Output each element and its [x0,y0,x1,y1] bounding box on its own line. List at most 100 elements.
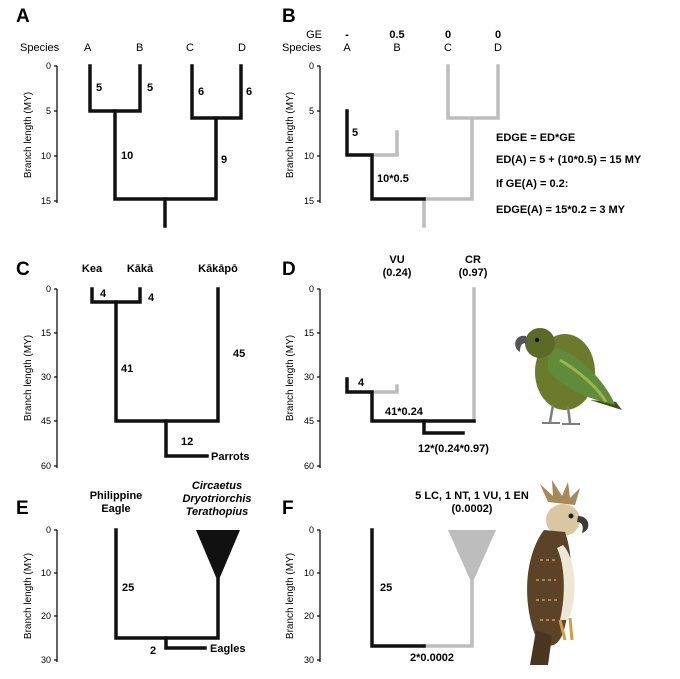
panel-b-tick-0: 0 [309,61,314,71]
panel-a-branch-label: 10 [121,150,133,162]
panel-b-species-c: C [444,42,452,54]
panel-d-tick-60: 60 [304,461,314,471]
panel-f-status-value: (0.0002) [452,503,493,515]
panel-a-tick-15: 15 [41,196,51,206]
panel-c-branch-label: 4 [148,292,155,304]
panel-c-outgroup-label: Parrots [211,451,250,463]
panel-b-branch-cd [446,64,500,120]
panel-b-species-a: A [343,42,351,54]
panel-c-letter: C [16,259,30,280]
panel-a-tick-0: 0 [46,61,51,71]
panel-d-y-axis-label: Branch length (MY) [285,335,296,421]
panel-c-branch-label: 45 [233,348,245,360]
panel-d-branch-label: 4 [358,377,365,389]
panel-c-branch-label: 12 [181,436,193,448]
panel-f: F 5 LC, 1 NT, 1 VU, 1 EN (0.0002) 0 10 2… [282,480,589,665]
kea-illustration [515,328,622,425]
panel-a-species-d: D [238,42,246,54]
panel-c-species-kakapo: Kākāpō [198,263,238,275]
panel-d-branch-outgroup [422,419,465,435]
panel-a-branch-label: 5 [147,82,153,94]
panel-d-status-vu-value: (0.24) [383,267,412,279]
eagle-illustration [527,480,589,665]
panel-a-branch-label: 9 [221,154,227,166]
panel-b-tick-10: 10 [304,151,314,161]
panel-b-tick-15: 15 [304,196,314,206]
panel-d-letter: D [282,259,296,280]
panel-b-equation: EDGE(A) = 15*0.2 = 3 MY [496,204,626,216]
panel-b-ge-header: GE [306,29,322,41]
panel-c-tick-15: 15 [41,328,51,338]
panel-a-species-header: Species [20,42,60,54]
panel-e-letter: E [16,498,29,519]
panel-d-status-cr-value: (0.97) [459,267,488,279]
panel-b-branch-b [370,130,399,157]
panel-f-branch-label: 2*0.0002 [410,652,454,664]
panel-e-outgroup-label: Eagles [210,643,245,655]
panel-d-branch-kaka [370,384,399,394]
panel-f-branch-clade [422,580,474,648]
panel-c-branch-label: 4 [100,288,107,300]
panel-e-species-philippine: Philippine [90,490,143,502]
panel-a-branch-label: 6 [198,86,204,98]
panel-b-ge-b: 0.5 [389,29,404,41]
panel-b-letter: B [282,6,296,27]
panel-a: A Species A B C D 0 5 10 15 Branch lengt… [16,6,252,228]
panel-c-branch-label: 41 [121,363,133,375]
panel-e-tick-10: 10 [41,568,51,578]
panel-a-species-b: B [136,42,143,54]
panel-f-status-line: 5 LC, 1 NT, 1 VU, 1 EN [415,490,529,502]
panel-e-tick-30: 30 [41,655,51,665]
panel-a-tick-5: 5 [46,106,51,116]
panel-b-equation: EDGE = ED*GE [496,132,575,144]
panel-f-highlighted-path [370,528,426,648]
panel-f-letter: F [282,498,294,519]
panel-a-y-axis-label: Branch length (MY) [23,92,34,178]
panel-d-tick-0: 0 [309,284,314,294]
panel-e-genus-circaetus: Circaetus [192,480,242,492]
panel-c-species-kaka: Kākā [127,263,154,275]
panel-c-y-axis-label: Branch length (MY) [23,335,34,421]
panel-b-species-d: D [494,42,502,54]
panel-b-equation: ED(A) = 5 + (10*0.5) = 15 MY [496,154,642,166]
panel-b-highlighted-path [345,109,426,201]
panel-b-branch-label: 5 [352,127,358,139]
panel-e-clade-triangle [196,530,240,582]
panel-f-y-axis-label: Branch length (MY) [285,553,296,639]
panel-d-tick-45: 45 [304,416,314,426]
panel-c: C Kea Kākā Kākāpō 0 15 30 45 60 Branch l… [16,259,250,471]
panel-e-branch-outgroup [164,636,207,650]
panel-b-equation: If GE(A) = 0.2: [496,178,568,190]
panel-f-tick-10: 10 [304,568,314,578]
panel-e-genus-dryotriorchis: Dryotriorchis [182,493,251,505]
panel-e-tick-20: 20 [41,611,51,621]
panel-c-branch-outgroup [164,419,209,458]
panel-d-branch-label: 12*(0.24*0.97) [418,443,489,455]
panel-c-tick-0: 0 [46,284,51,294]
panel-b-tick-5: 5 [309,106,314,116]
panel-a-tick-10: 10 [41,151,51,161]
panel-c-tick-60: 60 [41,461,51,471]
panel-b-y-axis-label: Branch length (MY) [285,92,296,178]
panel-e-species-eagle: Eagle [101,503,130,515]
panel-e-y-axis-label: Branch length (MY) [23,553,34,639]
panel-a-branch-label: 5 [96,82,102,94]
panel-f-tick-30: 30 [304,655,314,665]
panel-b-ge-d: 0 [495,29,501,41]
panel-c-tick-30: 30 [41,372,51,382]
panel-d: D VU (0.24) CR (0.97) 0 15 30 45 60 Bran… [282,254,622,471]
panel-d-status-cr: CR [465,254,481,266]
panel-a-species-a: A [84,42,92,54]
panel-f-tick-20: 20 [304,611,314,621]
panel-e-genus-terathopius: Terathopius [186,506,249,518]
panel-c-tick-45: 45 [41,416,51,426]
panel-b-branch-label: 10*0.5 [377,173,409,185]
panel-e-branch-label: 25 [122,582,134,594]
panel-d-highlighted-path [345,377,476,423]
panel-c-species-kea: Kea [82,263,103,275]
panel-d-tick-15: 15 [304,328,314,338]
panel-b-ge-a: - [345,29,349,41]
panel-b: B GE - 0.5 0 0 Species A B C D 0 5 10 15… [282,6,642,228]
panel-d-tick-30: 30 [304,372,314,382]
panel-f-branch-label: 25 [380,582,392,594]
